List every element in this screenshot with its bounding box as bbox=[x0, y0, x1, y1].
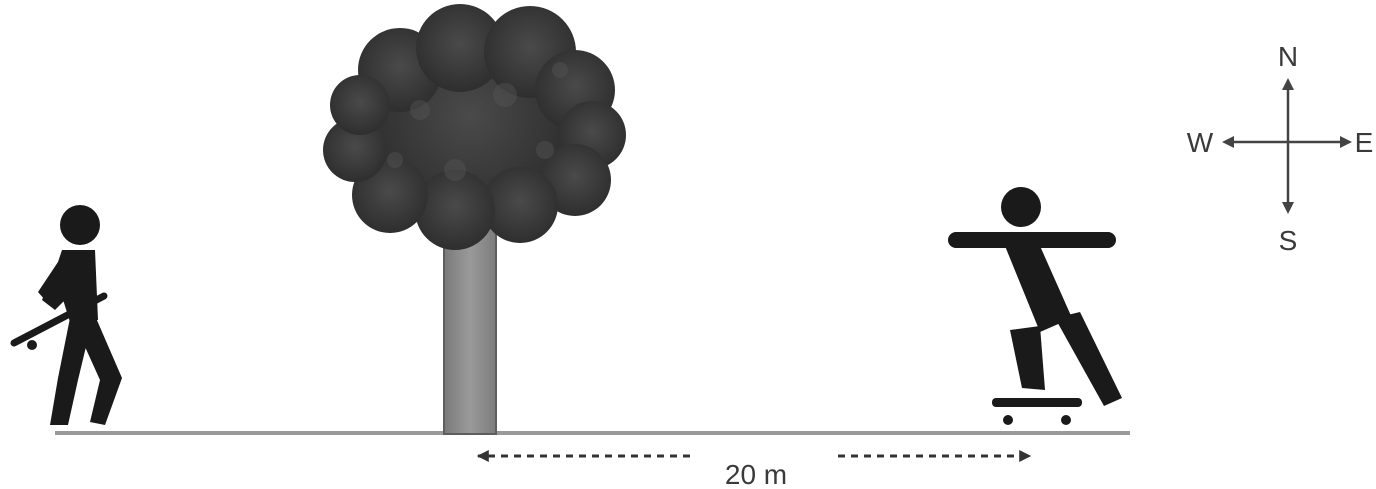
skateboard bbox=[992, 398, 1082, 425]
skater-leg-front bbox=[1055, 312, 1122, 406]
skater-leg-back bbox=[1010, 326, 1045, 390]
walking-person-with-skateboard-icon bbox=[10, 205, 122, 425]
distance-label: 20 m bbox=[725, 459, 787, 489]
compass-east-label: E bbox=[1355, 127, 1374, 158]
tree-foliage bbox=[323, 4, 626, 250]
skater-arms bbox=[948, 232, 1116, 248]
walker-arm bbox=[42, 262, 70, 310]
walker-head bbox=[60, 205, 100, 245]
compass-rose-icon: N S W E bbox=[1187, 41, 1374, 256]
distance-indicator: 20 m bbox=[476, 450, 1032, 489]
compass-north-label: N bbox=[1278, 41, 1298, 72]
skater-head bbox=[1001, 187, 1041, 227]
tree-trunk bbox=[443, 221, 497, 435]
carried-skateboard bbox=[10, 292, 108, 350]
walker-leg-back bbox=[50, 318, 90, 425]
skateboarder-icon bbox=[948, 187, 1122, 425]
skater-torso bbox=[1005, 246, 1072, 332]
compass-west-label: W bbox=[1187, 127, 1214, 158]
tree-icon bbox=[323, 4, 626, 435]
compass-south-label: S bbox=[1279, 225, 1298, 256]
